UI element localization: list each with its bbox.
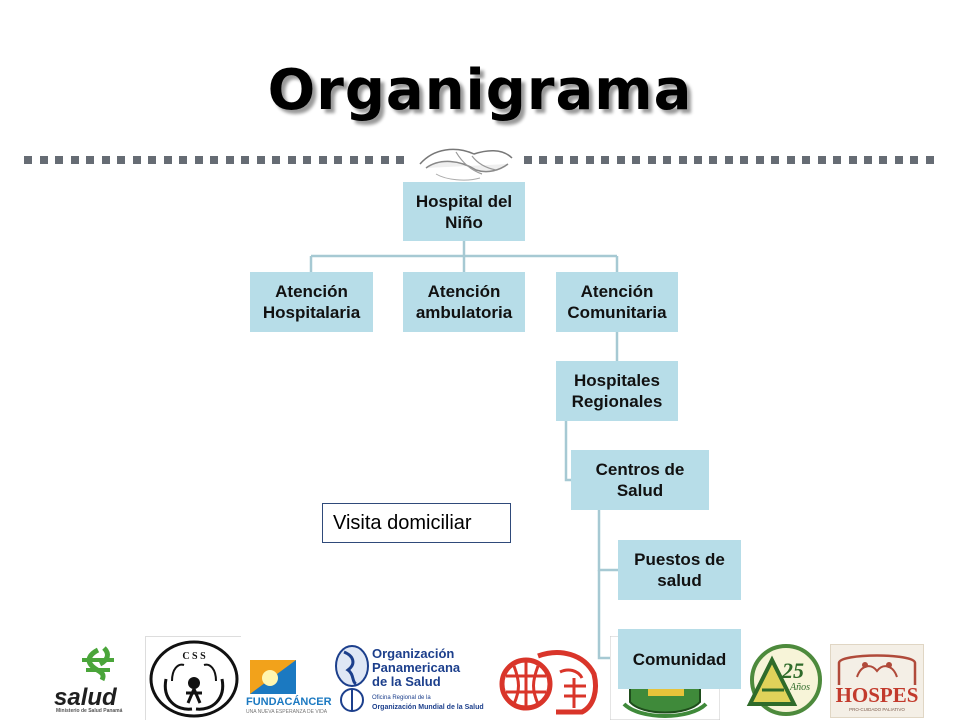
divider-dot — [39, 156, 48, 164]
org-node-centros-de-salud: Centros de Salud — [571, 450, 709, 510]
ops-logo-line2: Panamericana — [372, 660, 461, 675]
red-medical-emblem-logo — [499, 650, 598, 715]
divider-dot — [241, 156, 249, 164]
divider-dot — [24, 156, 32, 164]
divider-dot — [194, 156, 203, 164]
divider-dot — [349, 156, 358, 164]
ops-logo-line1: Organización — [372, 646, 455, 661]
dotted-divider-left — [24, 156, 404, 164]
anniversary-25-logo: 25 Años — [740, 642, 826, 718]
page-title: Organigrama — [267, 58, 693, 123]
divider-dot — [272, 156, 280, 164]
divider-dot — [132, 156, 141, 164]
divider-dot — [802, 156, 811, 164]
org-node-hospitales-regionales: Hospitales Regionales — [556, 361, 678, 421]
divider-dot — [585, 156, 594, 164]
divider-dot — [210, 156, 218, 164]
handshake-icon — [419, 148, 513, 181]
divider-dot — [70, 156, 79, 164]
divider-dot — [365, 156, 373, 164]
divider-dot — [740, 156, 749, 164]
divider-dot — [632, 156, 641, 164]
divider-dot — [833, 156, 842, 164]
divider-dot — [771, 156, 780, 164]
divider-dot — [863, 156, 872, 164]
ops-logo: Organización Panamericana de la Salud Of… — [332, 642, 500, 718]
divider-dot — [848, 156, 857, 164]
divider-dot — [616, 156, 625, 164]
divider-dot — [225, 156, 234, 164]
divider-dot — [380, 156, 389, 164]
salud-logo: salud Ministerio de Salud Panamá — [52, 646, 144, 714]
divider-dot — [303, 156, 311, 164]
hospes-logo-sub: PRO-CUIDADO PALIATIVO — [849, 707, 905, 712]
ops-logo-line5: Organización Mundial de la Salud — [372, 704, 484, 711]
divider-dot — [647, 156, 656, 164]
org-node-puestos-de-salud: Puestos de salud — [618, 540, 741, 600]
divider-dot — [786, 156, 795, 164]
divider-dot — [117, 156, 125, 164]
hospes-logo: HOSPES PRO-CUIDADO PALIATIVO — [830, 644, 924, 718]
divider-dot — [693, 156, 702, 164]
ops-logo-line4: Oficina Regional de la — [372, 695, 431, 701]
divider-dot — [318, 156, 327, 164]
divider-dot — [524, 156, 532, 164]
css-seal-logo: C S S — [145, 636, 241, 720]
divider-dot — [724, 156, 733, 164]
divider-dot — [148, 156, 156, 164]
salud-logo-name: salud — [54, 684, 117, 711]
anniversary-25-word: Años — [790, 682, 810, 693]
fundacancer-logo-sub: UNA NUEVA ESPERANZA DE VIDA — [246, 709, 328, 715]
divider-dot — [678, 156, 687, 164]
divider-dot — [601, 156, 610, 164]
dotted-divider-right — [524, 156, 934, 164]
divider-dot — [663, 156, 672, 164]
ops-logo-line3: de la Salud — [372, 674, 441, 689]
divider-dot — [709, 156, 718, 164]
divider-dot — [287, 156, 296, 164]
salud-logo-sub: Ministerio de Salud Panamá — [56, 708, 123, 714]
divider-dot — [539, 156, 548, 164]
divider-dot — [755, 156, 764, 164]
org-node-atencion-ambulatoria: Atención ambulatoria — [403, 272, 525, 332]
css-seal-text: C S S — [182, 651, 206, 662]
logo-strip: salud Ministerio de Salud Panamá C S S F… — [0, 632, 960, 720]
divider-dot — [163, 156, 172, 164]
divider-dot — [925, 156, 934, 164]
divider-dot — [396, 156, 404, 164]
fundacancer-logo-name: FUNDACÁNCER — [246, 696, 332, 708]
divider-dot — [55, 156, 63, 164]
divider-dot — [179, 156, 187, 164]
divider-dot — [256, 156, 265, 164]
divider-dot — [334, 156, 342, 164]
divider-dot — [570, 156, 579, 164]
divider-dot — [101, 156, 110, 164]
org-node-atencion-hospitalaria: Atención Hospitalaria — [250, 272, 373, 332]
divider-dot — [554, 156, 563, 164]
callout-visita-domiciliar: Visita domiciliar — [322, 503, 511, 543]
divider-dot — [894, 156, 903, 164]
divider-dot — [910, 156, 919, 164]
divider-dot — [817, 156, 826, 164]
divider-dot — [879, 156, 888, 164]
divider-dot — [86, 156, 94, 164]
org-node-atencion-comunitaria: Atención Comunitaria — [556, 272, 678, 332]
hospes-logo-name: HOSPES — [835, 683, 919, 707]
fundacancer-logo: FUNDACÁNCER UNA NUEVA ESPERANZA DE VIDA — [246, 652, 332, 718]
anniversary-25-number: 25 — [782, 658, 804, 683]
org-node-comunidad: Comunidad — [618, 629, 741, 689]
org-node-hospital-del-nino: Hospital del Niño — [403, 182, 525, 241]
